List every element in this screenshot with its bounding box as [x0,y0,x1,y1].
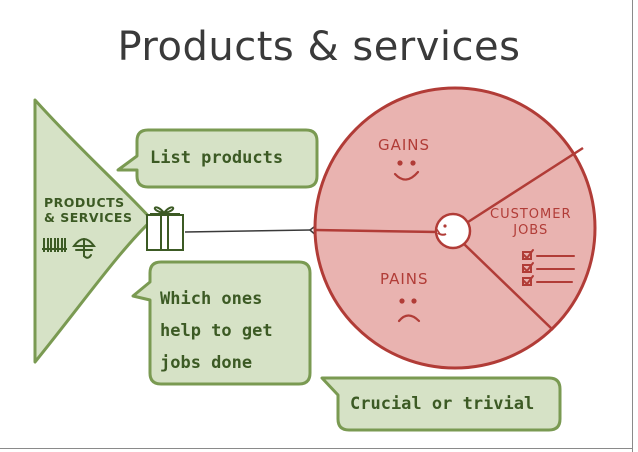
connector-arrow [184,223,319,238]
callout-crucial-text: Crucial or trivial [350,394,535,414]
smiley-face-icon [393,160,420,181]
callout-list-products-text: List products [150,148,284,168]
umbrella-icon [72,238,96,259]
customer-jobs-label-line2: JOBS [513,223,549,238]
barcode-icon [42,238,67,252]
checklist-icon [522,249,575,286]
customer-jobs-label-line1: CUSTOMER [490,207,572,222]
callout-which-ones-text: Which ones help to get jobs done [160,283,273,379]
sad-face-icon [397,298,421,323]
products-label-line1: PRODUCTS [44,195,125,210]
callout-which-ones-line3: jobs done [160,353,253,373]
products-services-label: PRODUCTS & SERVICES [44,195,132,225]
callout-which-ones-line1: Which ones [160,289,263,309]
slide-title: Products & services [117,24,521,70]
pains-label: PAINS [380,270,429,288]
callout-crucial-bubble [320,376,562,432]
slide-border-right [632,0,633,452]
segment-dividers [314,146,584,331]
callout-which-ones-line2: help to get [160,321,273,341]
gains-label: GAINS [378,136,431,154]
customer-jobs-label: CUSTOMER JOBS [490,207,571,239]
gift-box-icon [146,206,184,251]
products-funnel-shape [33,98,154,364]
products-label-line2: & SERVICES [44,210,133,225]
callout-which-ones-bubble [131,260,312,386]
slide-border-bottom [0,448,633,449]
callout-list-products-bubble [116,128,319,189]
customer-face-icon [434,212,472,250]
